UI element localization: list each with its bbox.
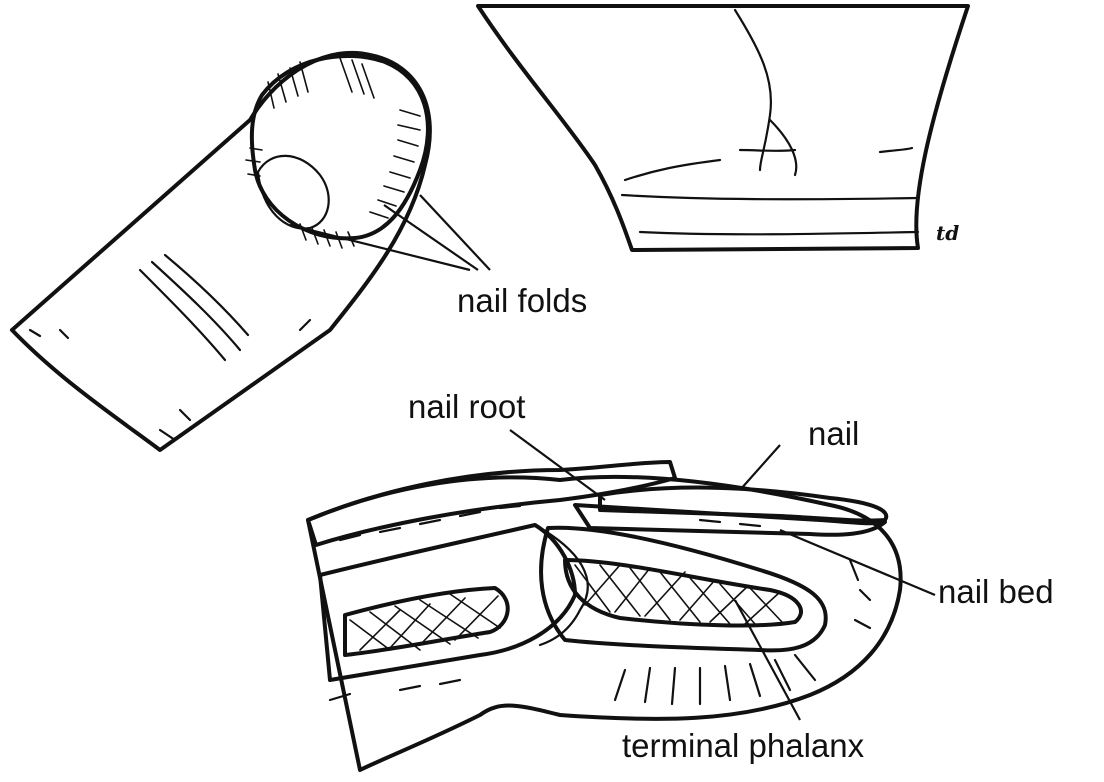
wrist-crease [640,232,918,234]
nail-leader [740,445,780,490]
fat-pad-lines [615,560,870,704]
palm-crease [740,150,795,151]
label-nail-root: nail root [408,388,525,425]
finger-crease [152,262,240,350]
terminal-phalanx-bone [541,528,826,651]
finger-crease [140,270,225,360]
label-nail: nail [808,415,859,452]
nail-bed-section [575,505,885,535]
nail-folds-leader [420,195,490,270]
palm-crease [735,10,771,170]
palm-crease [770,120,796,175]
label-nail-bed: nail bed [938,573,1054,610]
artist-signature: td [936,221,959,245]
wrist-crease [622,195,918,199]
label-terminal-phalanx: terminal phalanx [622,727,865,764]
palm-skin [478,6,968,250]
terminal-phalanx-leader [735,600,800,720]
palm-crease [880,148,912,152]
nail-root-leader [510,430,605,500]
label-nail-folds: nail folds [457,282,587,319]
palm-side-illustration: td [478,6,968,250]
cross-section-illustration [308,430,935,770]
palm-crease [625,160,720,180]
nail-lunula [258,156,329,229]
finger-crease [165,255,248,335]
middle-phalanx [320,525,575,680]
finger-skin [12,53,430,450]
